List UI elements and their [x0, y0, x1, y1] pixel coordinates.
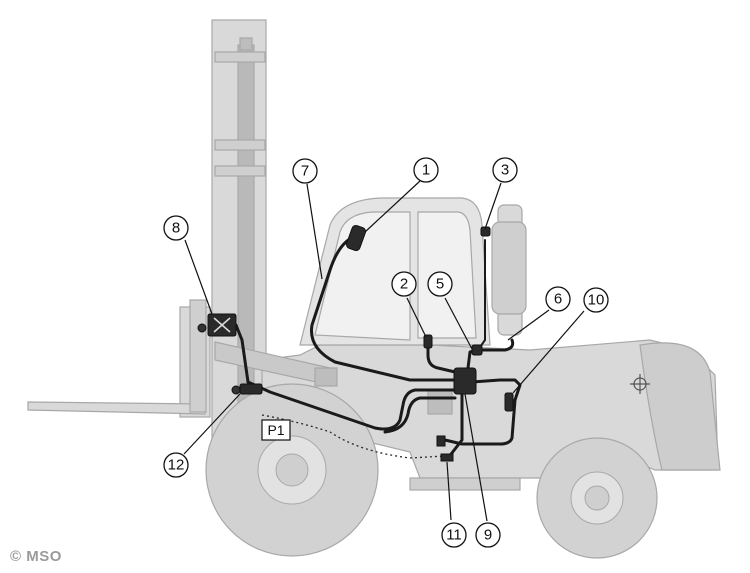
p1-label: P1: [267, 422, 284, 438]
leader-6: [507, 309, 550, 341]
crosshair-icon: [630, 374, 650, 394]
counterweight: [639, 342, 721, 471]
callout-11-label: 11: [446, 527, 462, 544]
mast-crossbar-low: [214, 165, 266, 177]
cylinder-clamp: [314, 367, 338, 387]
fork-upright: [189, 299, 207, 413]
fork-tine: [27, 401, 206, 415]
component-12-sensor: [239, 383, 263, 395]
leader-11: [446, 461, 452, 521]
callout-6: 6: [545, 286, 571, 312]
callout-5-label: 5: [436, 276, 444, 293]
callout-12-label: 12: [168, 457, 185, 474]
callout-10-label: 10: [588, 292, 605, 309]
harness-to-sensor-2: [426, 343, 457, 374]
callout-7-label: 7: [301, 163, 309, 180]
pivot-upper: [197, 323, 207, 333]
callout-2-label: 2: [400, 276, 408, 293]
exhaust-muffler: [491, 221, 527, 315]
callout-5: 5: [427, 271, 453, 297]
component-5-connector: [471, 344, 483, 356]
callout-6-label: 6: [554, 291, 562, 308]
dotted-harness-route: [261, 414, 446, 459]
callout-10: 10: [583, 287, 609, 313]
callout-9: 9: [475, 522, 501, 548]
component-9-module: [453, 367, 477, 395]
leader-7: [306, 183, 323, 280]
harness-mast-run: [234, 323, 250, 384]
leader-12: [183, 393, 241, 455]
engine-panel: [427, 389, 453, 415]
harness-cab-pillar: [309, 234, 412, 382]
components: [197, 224, 514, 462]
callout-circles: 1 2 3 5 6 7 8 9: [163, 157, 609, 548]
copyright-mark: © MSO: [10, 548, 62, 565]
mast-top-cap: [239, 37, 253, 51]
component-2-sensor: [423, 334, 433, 349]
pivot-lower: [231, 385, 241, 395]
harness-to-11: [446, 392, 464, 460]
callout-1-label: 1: [422, 162, 430, 179]
cab-window-front: [314, 211, 411, 341]
forklift-body: [27, 19, 721, 491]
callout-1: 1: [413, 157, 439, 183]
component-11-connector-b: [440, 453, 454, 462]
leader-2: [406, 297, 427, 338]
component-1-light: [345, 224, 367, 252]
callout-3: 3: [492, 157, 518, 183]
callout-11: 11: [441, 522, 467, 548]
leader-10: [512, 310, 585, 394]
callout-8: 8: [163, 215, 189, 241]
step-lower: [409, 477, 521, 491]
callout-9-label: 9: [484, 527, 492, 544]
component-8-mark-b: [213, 317, 231, 333]
leader-lines: [183, 180, 585, 522]
leader-1: [364, 180, 421, 233]
mast-crossbar-mid: [214, 139, 266, 151]
mast-crossbar-top: [214, 51, 266, 63]
front-wheel: [205, 383, 379, 557]
leader-9: [464, 393, 488, 522]
leader-5: [444, 297, 473, 350]
harness-lower-left-b: [383, 396, 457, 434]
callout-2: 2: [391, 271, 417, 297]
callout-12: 12: [163, 452, 189, 478]
callout-3-label: 3: [501, 162, 509, 179]
p1-reference-box: P1: [261, 419, 291, 441]
harness-to-10: [443, 378, 522, 446]
rear-wheel: [536, 437, 658, 559]
harness-to-6: [476, 338, 515, 352]
leader-3: [484, 182, 502, 230]
leader-8: [184, 239, 213, 315]
callout-7: 7: [292, 158, 318, 184]
wiring-harness: [234, 234, 522, 460]
component-11-connector-a: [436, 435, 446, 447]
harness-lower-left: [246, 380, 457, 431]
component-10-switch: [504, 392, 514, 412]
callout-8-label: 8: [172, 220, 180, 237]
